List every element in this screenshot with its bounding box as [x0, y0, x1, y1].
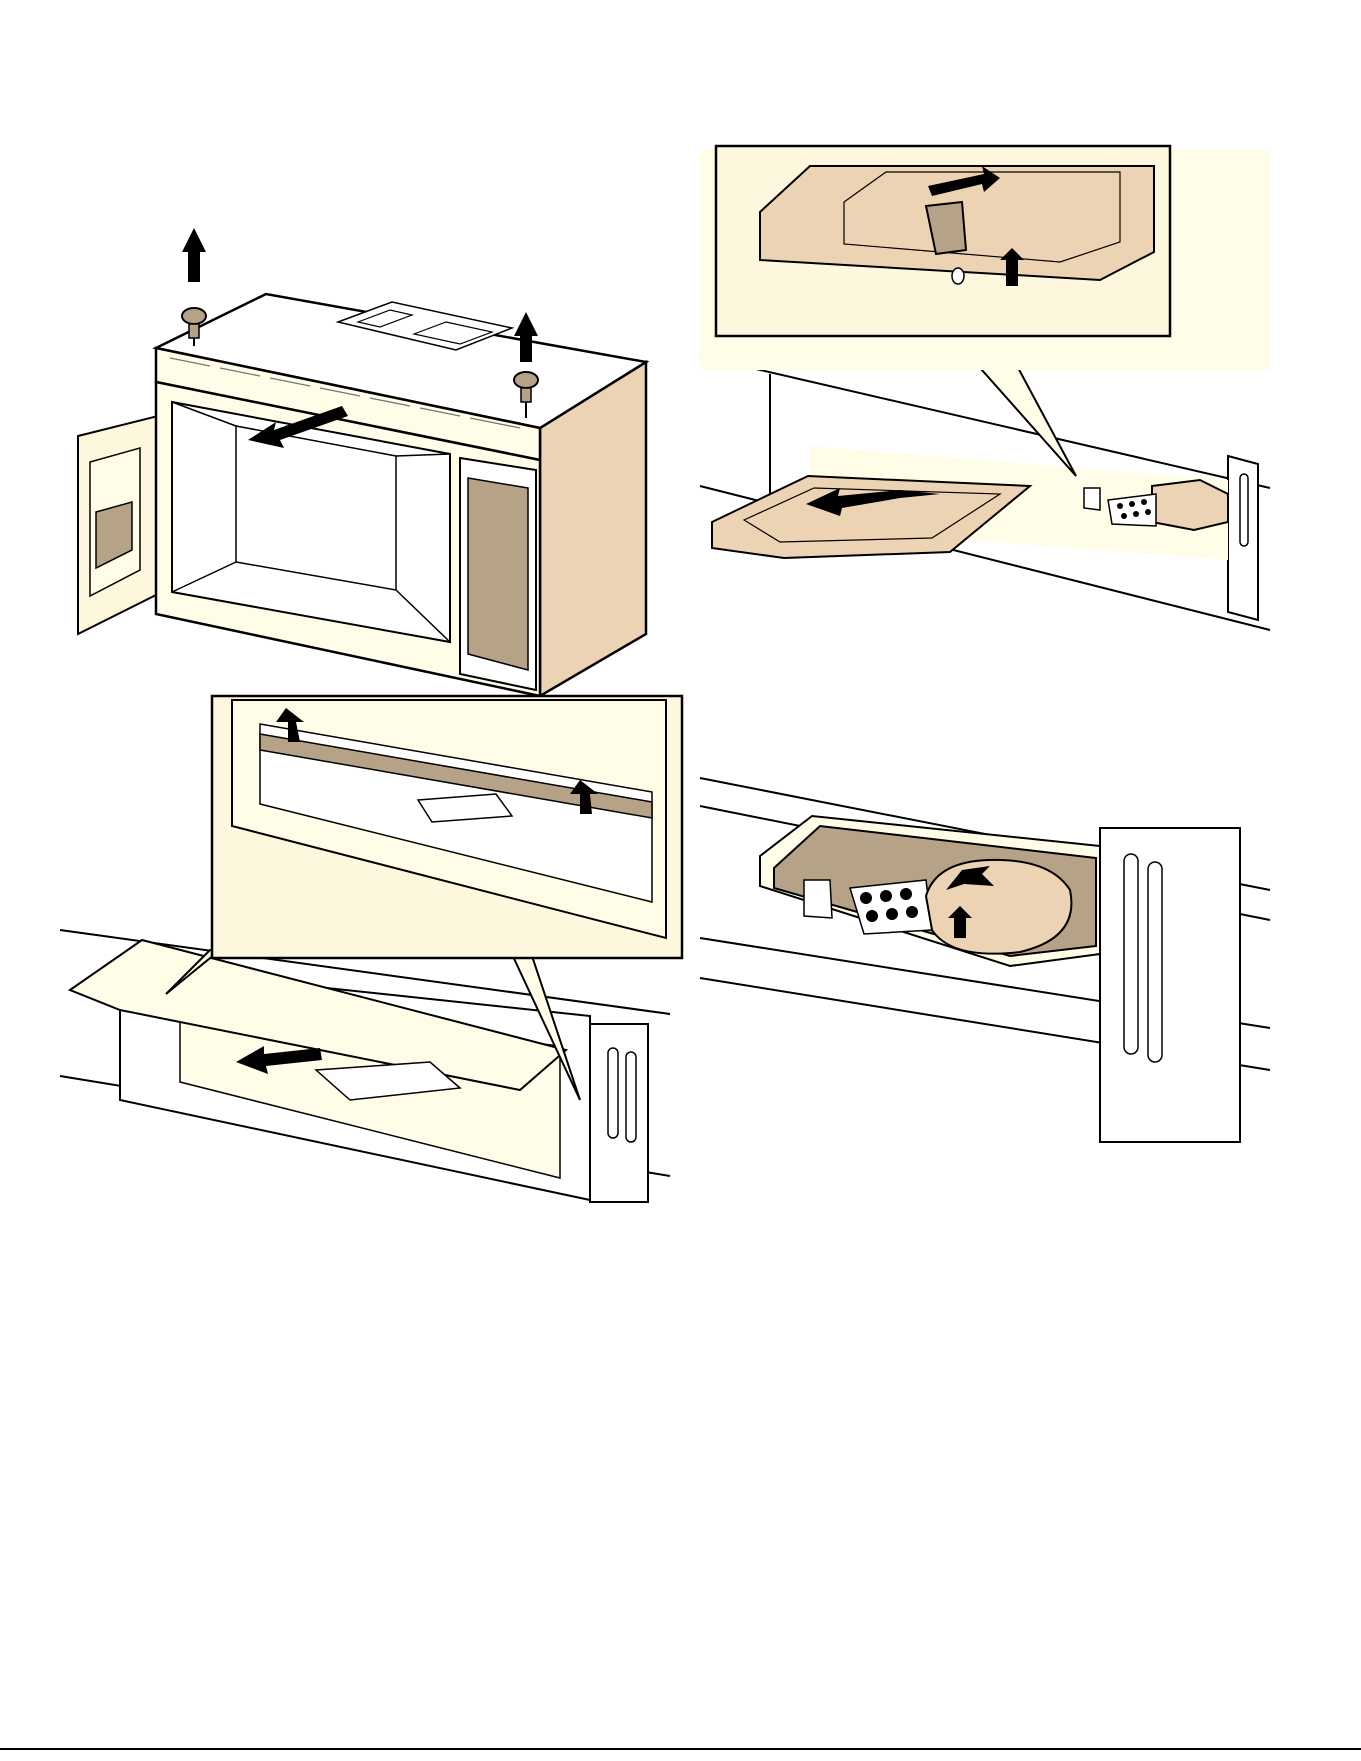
figure-cover-removal	[60, 770, 670, 1220]
figure-bulb-replacement	[700, 770, 1270, 1170]
light-cover	[712, 476, 1030, 558]
microwave-door	[78, 416, 158, 634]
figure-microwave-screw-removal	[60, 250, 670, 730]
callout-inset	[700, 146, 1270, 370]
figure-light-cover-release	[700, 150, 1270, 650]
arrow-up-icon	[182, 228, 206, 282]
light-bulb-icon	[926, 860, 1071, 954]
light-bulb-icon	[1152, 480, 1228, 530]
callout-inset	[212, 696, 682, 958]
page-footer-rule	[0, 1748, 1361, 1750]
